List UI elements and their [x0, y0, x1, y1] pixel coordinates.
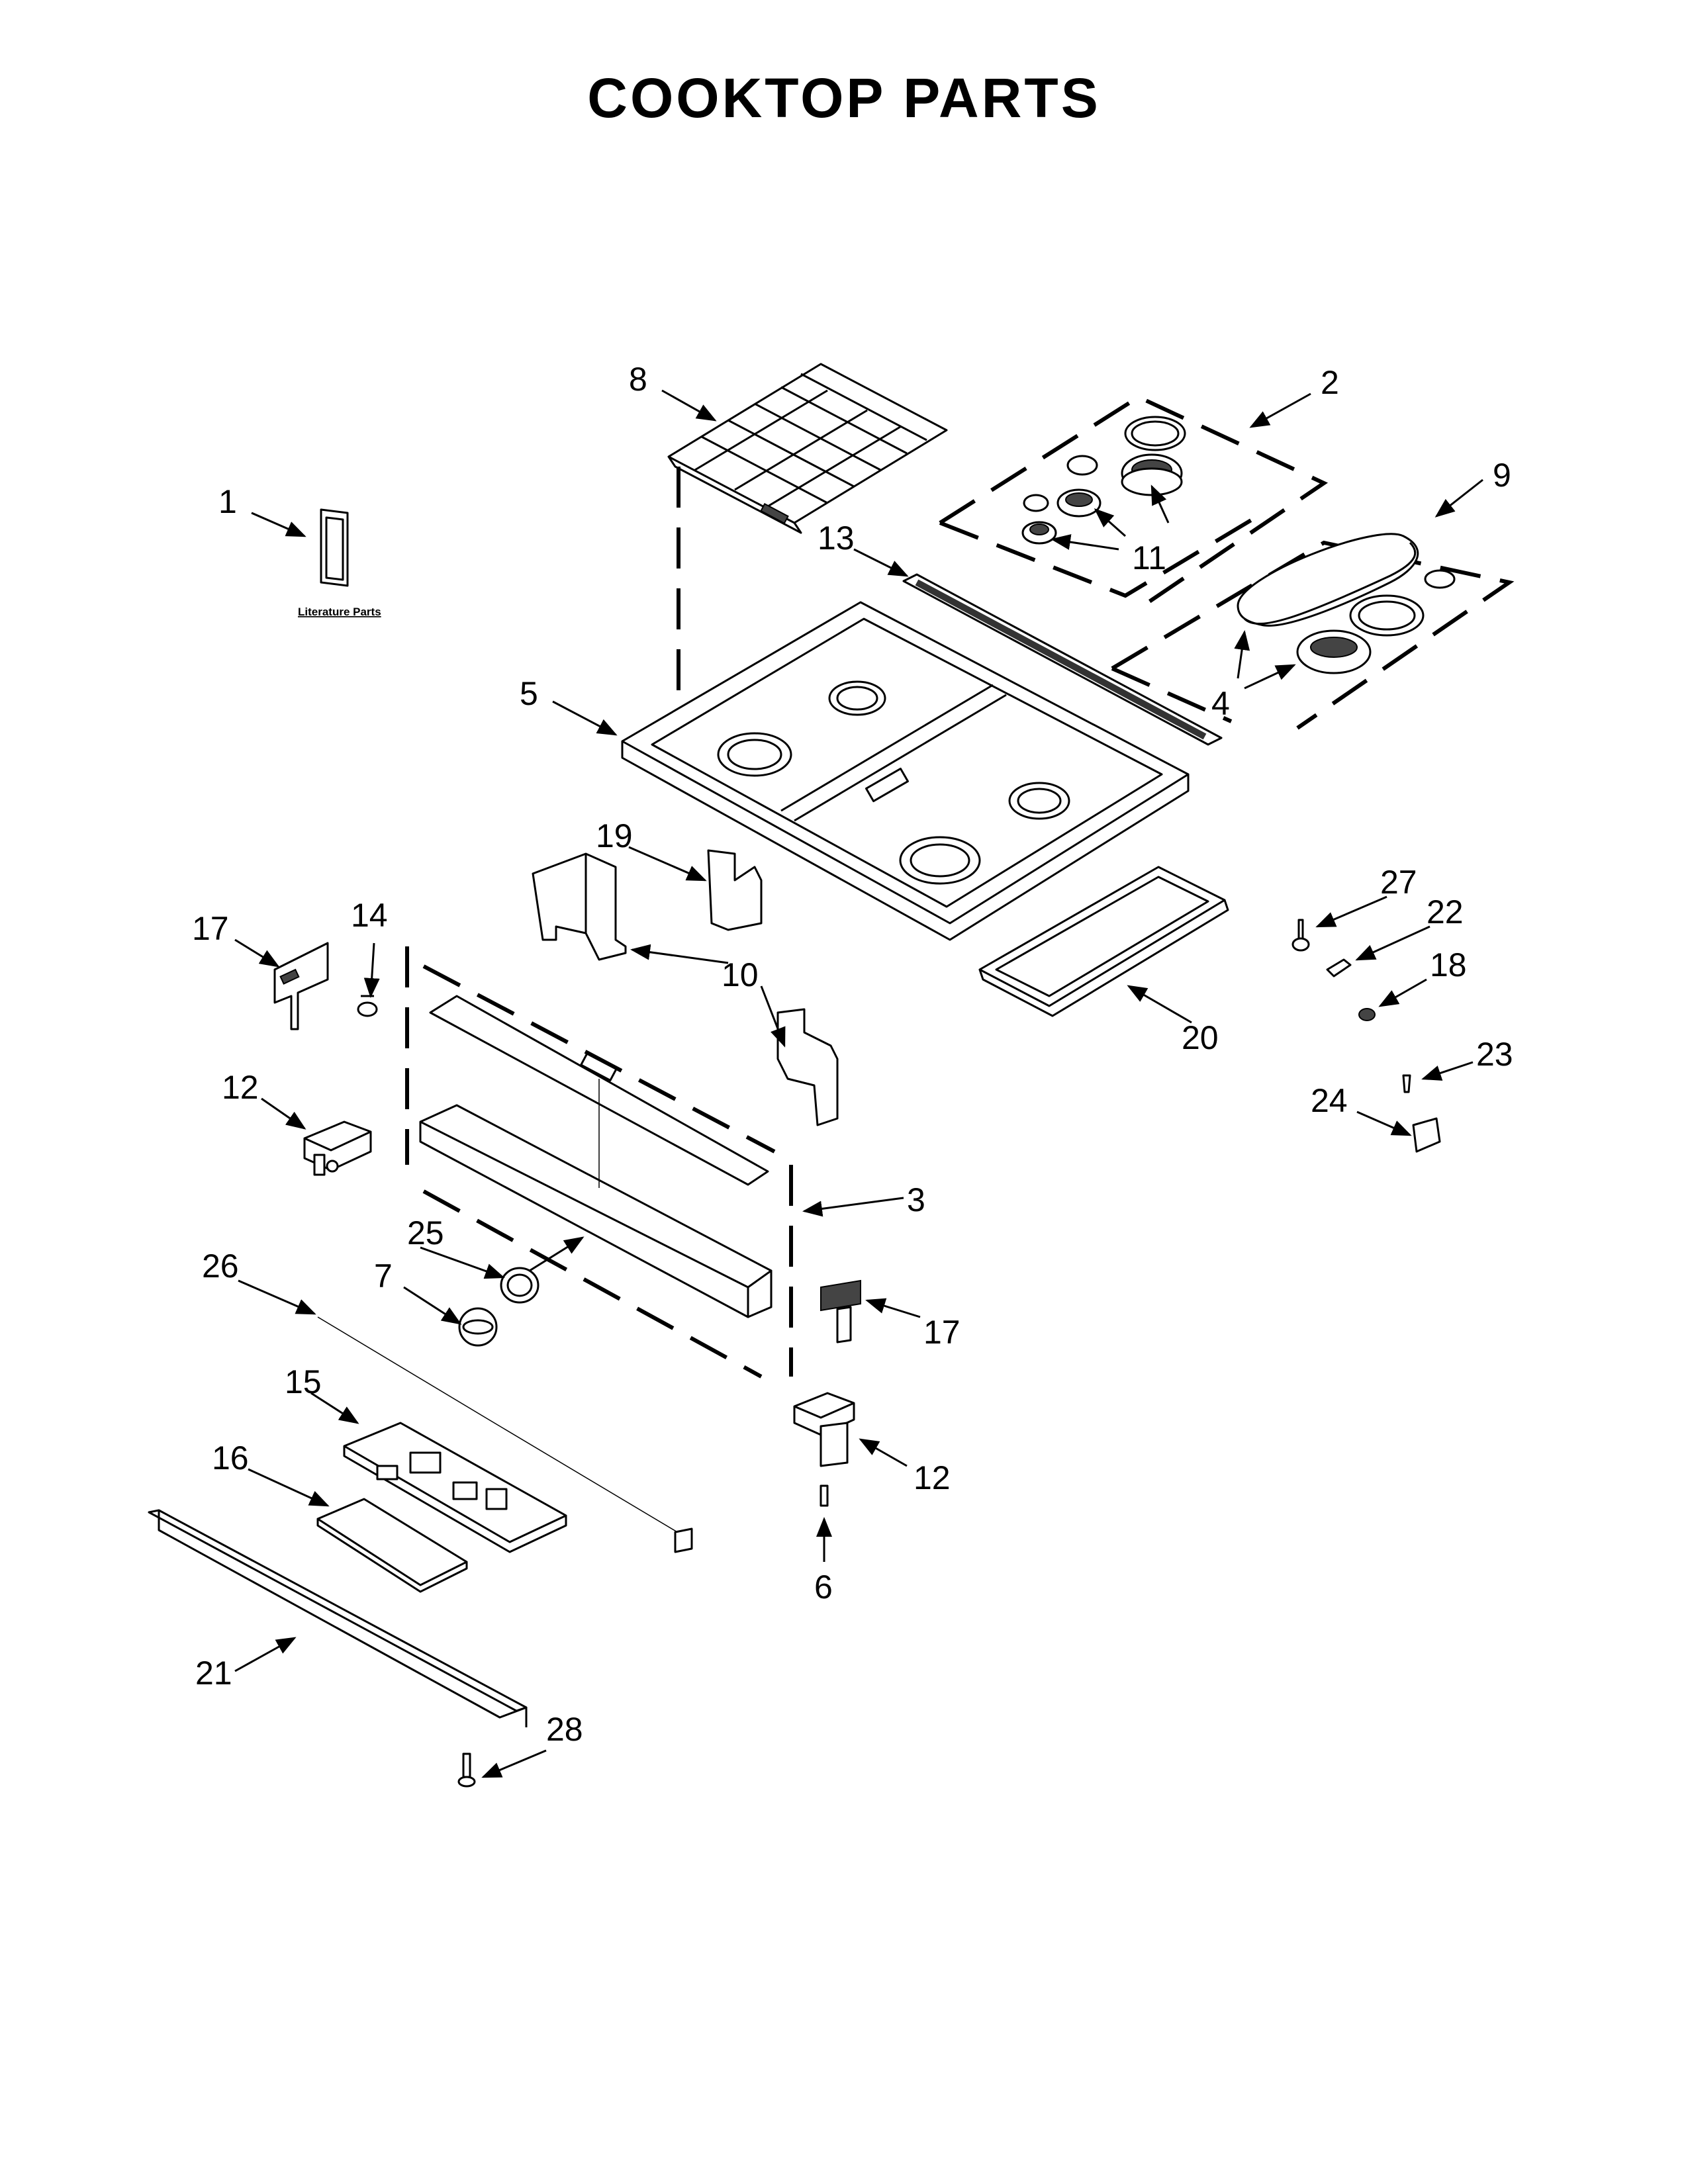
switch-holder-right[interactable] — [820, 1279, 861, 1343]
leader-lines — [234, 389, 1483, 1778]
drip-tray[interactable] — [978, 866, 1229, 1017]
control-board[interactable] — [343, 1422, 567, 1553]
callout-16: 16 — [212, 1439, 249, 1477]
callout-25: 25 — [407, 1214, 444, 1251]
control-panel[interactable] — [419, 995, 773, 1318]
small-hardware[interactable] — [1291, 919, 1441, 1153]
callout-9: 9 — [1493, 457, 1511, 494]
wire-harness[interactable] — [317, 1316, 693, 1553]
cooktop[interactable] — [621, 601, 1190, 941]
callout-12-left: 12 — [222, 1069, 259, 1106]
burner-kit-group-box — [1111, 540, 1515, 730]
callout-19: 19 — [596, 817, 633, 854]
lower-trim[interactable] — [148, 1509, 528, 1727]
screw-lower[interactable] — [457, 1752, 476, 1788]
side-bracket-right[interactable] — [707, 849, 763, 931]
callout-28: 28 — [546, 1711, 583, 1748]
oval-burner-kit[interactable] — [1237, 533, 1456, 674]
rear-trim[interactable] — [902, 573, 1223, 746]
literature-part[interactable]: Literature Parts — [298, 508, 381, 618]
callout-1: 1 — [218, 483, 237, 520]
board-shield[interactable] — [316, 1498, 468, 1593]
burner-cap-kit-group-box — [939, 394, 1329, 611]
mounting-bracket-right[interactable] — [793, 1392, 855, 1507]
callout-15: 15 — [285, 1363, 322, 1400]
callout-3: 3 — [907, 1181, 925, 1218]
callout-4: 4 — [1211, 685, 1230, 722]
callout-11: 11 — [1132, 539, 1166, 576]
callout-10: 10 — [722, 956, 759, 993]
burner-cap-kit[interactable] — [1021, 416, 1186, 545]
side-bracket-left[interactable] — [532, 852, 627, 961]
callout-23: 23 — [1476, 1036, 1513, 1073]
knob[interactable] — [458, 1307, 498, 1347]
callout-7: 7 — [374, 1257, 393, 1295]
callout-20: 20 — [1182, 1019, 1219, 1056]
callout-12-right: 12 — [914, 1459, 951, 1496]
callout-5: 5 — [520, 675, 538, 712]
callout-17-right: 17 — [923, 1314, 961, 1351]
callout-21: 21 — [195, 1655, 232, 1692]
grate[interactable] — [667, 363, 948, 534]
callout-27: 27 — [1380, 864, 1417, 901]
callout-17-left: 17 — [192, 910, 229, 947]
literature-parts-label: Literature Parts — [298, 606, 381, 618]
callout-22: 22 — [1427, 893, 1464, 931]
callout-13: 13 — [818, 520, 855, 557]
callout-2: 2 — [1321, 364, 1339, 401]
mounting-bracket-left[interactable] — [303, 1120, 372, 1176]
callout-18: 18 — [1430, 946, 1467, 983]
callout-6: 6 — [814, 1569, 833, 1606]
callout-26: 26 — [202, 1248, 239, 1285]
switch-holder-left[interactable] — [273, 942, 378, 1030]
page-title: COOKTOP PARTS — [587, 67, 1101, 129]
callout-14: 14 — [351, 897, 388, 934]
knob-bezel[interactable] — [500, 1267, 539, 1304]
callout-24: 24 — [1311, 1082, 1348, 1119]
side-bracket-lower[interactable] — [776, 1008, 839, 1126]
callouts: 1 8 2 9 11 13 4 5 19 10 20 27 22 18 23 2… — [192, 361, 1513, 1748]
callout-8: 8 — [629, 361, 647, 398]
